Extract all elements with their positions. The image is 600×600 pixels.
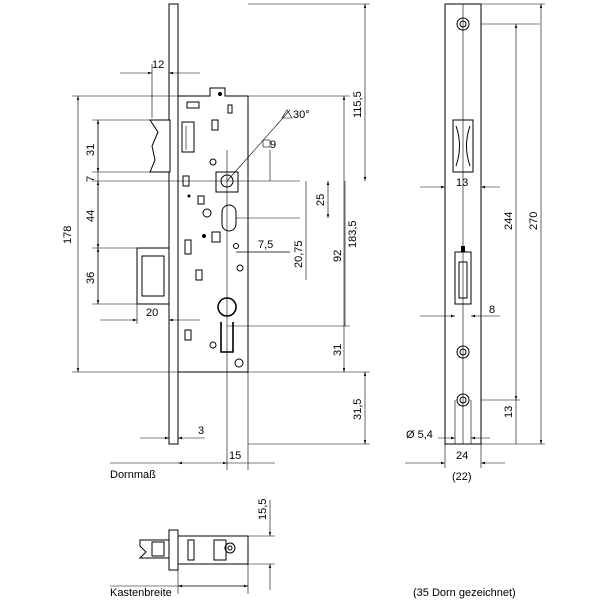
dim-31-top-label: 31 (85, 144, 97, 156)
top-mech (187, 539, 195, 561)
front-view: 12 178 31 7 44 36 20 115,5 183,5 92 31 3… (62, 3, 370, 481)
mech-dot-3 (187, 194, 191, 198)
dim-15-5-label: 15,5 (257, 499, 269, 520)
dim-36-label: 36 (85, 272, 97, 284)
side-screw-mid (456, 345, 470, 359)
angle-line (226, 109, 291, 182)
top-latch (138, 539, 170, 559)
top-spindle (224, 542, 236, 554)
mech-7 (184, 239, 192, 255)
top-faceplate (168, 529, 179, 571)
dim-92-label: 92 (332, 250, 344, 262)
dim-9-label: 9 (270, 139, 276, 151)
dim-244-label: 244 (503, 212, 515, 230)
dim-20-label: 20 (146, 307, 158, 319)
faceplate (168, 3, 179, 445)
dornmass-caption: Dornmaß (110, 469, 156, 481)
dim-31-5-label: 31,5 (352, 399, 364, 420)
mech-4 (197, 195, 205, 205)
side-latch-opening (452, 119, 474, 173)
mech-9 (184, 329, 192, 341)
side-bolt-inner (458, 261, 468, 299)
dim-24-label: 24 (456, 450, 468, 462)
top-spindle-inner (227, 545, 233, 551)
side-view: 13 244 270 8 13 Ø 5,4 24 (22) (405, 3, 545, 483)
mech-6 (195, 269, 203, 281)
side-screw-top (456, 17, 470, 31)
mech-1 (186, 101, 200, 109)
lock-case (177, 87, 249, 373)
side-bolt-mark (461, 246, 465, 252)
latch-bolt (149, 119, 171, 173)
screw-hole-1 (202, 208, 212, 218)
dim-25-label: 25 (315, 194, 327, 206)
dim-178-label: 178 (62, 226, 74, 244)
dim-3-label: 3 (198, 425, 204, 437)
dim-13-bottom-label: 13 (503, 406, 515, 418)
dim-115-5-label: 115,5 (352, 91, 364, 118)
dim-30deg-label: 30° (293, 109, 310, 121)
mech-dot-2 (202, 234, 206, 238)
top-cyl (213, 539, 227, 561)
mech-2 (211, 119, 219, 131)
dim-13-top-label: 13 (456, 177, 468, 189)
side-screw-mid-inner (459, 348, 467, 356)
dim-22-label: (22) (452, 471, 472, 483)
dim-7-5-label: 7,5 (258, 239, 273, 251)
side-screw-bot (456, 393, 470, 407)
dead-bolt-inner (141, 255, 165, 297)
screw-hole-5 (236, 264, 244, 272)
mech-3 (227, 104, 233, 114)
dim-44-label: 44 (85, 210, 97, 222)
kastenbreite-caption: Kastenbreite (110, 587, 172, 599)
dim-12-label: 12 (152, 59, 164, 71)
square-symbol (262, 139, 271, 148)
side-screw-top-inner (459, 20, 467, 28)
top-case (177, 535, 249, 565)
screw-hole-6 (233, 243, 239, 249)
dim-270-label: 270 (528, 212, 540, 230)
mech-dot-1 (218, 92, 222, 96)
dim-8-label: 8 (489, 304, 495, 316)
dim-20-75-label: 20,75 (293, 240, 305, 268)
side-screw-bot-inner (459, 396, 467, 404)
top-latch-inner (151, 541, 165, 557)
angle-symbol (281, 109, 293, 119)
screw-hole-2 (209, 158, 217, 166)
top-view: 15,5 Kastenbreite (110, 499, 275, 599)
dim-15-label: 15 (229, 450, 241, 462)
dim-5-4-label: Ø 5,4 (406, 429, 433, 441)
side-latch-curve (455, 125, 471, 167)
screw-hole-3 (234, 358, 244, 368)
dim-31-bottom-label: 31 (332, 344, 344, 356)
screw-hole-4 (209, 341, 217, 349)
latch-housing (181, 121, 195, 153)
note-caption: (35 Dorn gezeichnet) (413, 587, 516, 599)
dim-183-5-label: 183,5 (347, 220, 359, 248)
dim-7-label: 7 (85, 176, 97, 182)
mech-5 (211, 231, 221, 243)
